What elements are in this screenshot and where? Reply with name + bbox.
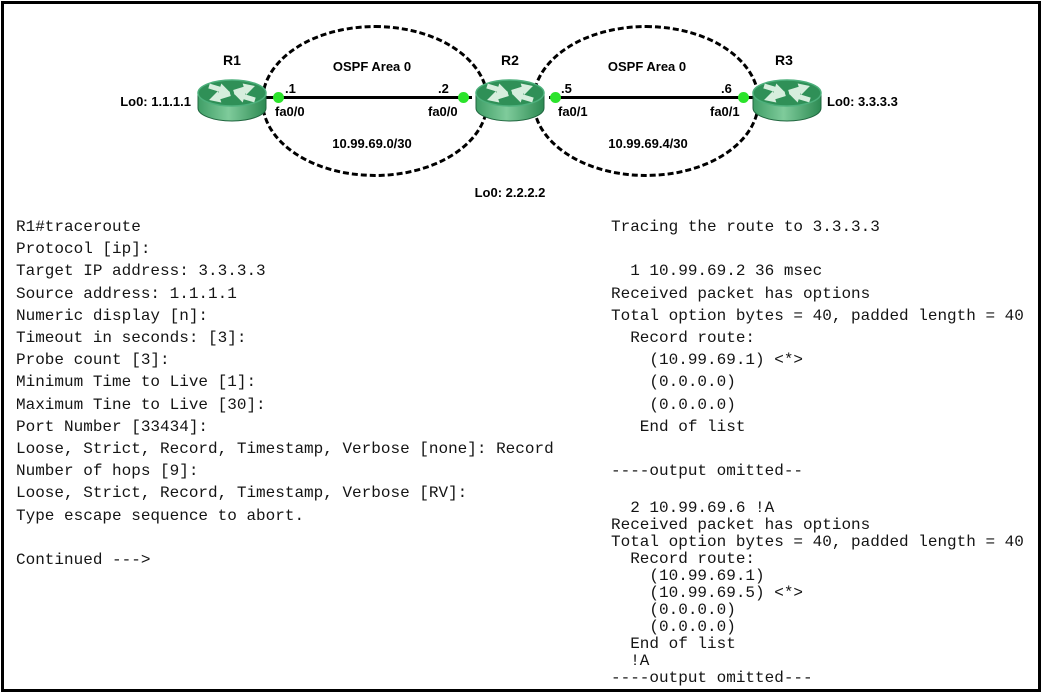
link-endpoint-dot-r3-fa01	[738, 92, 749, 103]
loopback-label-r2: Lo0: 2.2.2.2	[474, 185, 546, 200]
router-name-r3: R3	[775, 52, 793, 68]
link-endpoint-dot-r2-fa00	[458, 92, 469, 103]
router-name-r1: R1	[223, 52, 241, 68]
iface-r2-fa01: fa0/1	[558, 104, 588, 119]
link-endpoint-dot-r2-fa01	[550, 92, 561, 103]
iface-r1-fa00: fa0/0	[275, 104, 305, 119]
console-output-left: R1#traceroute Protocol [ip]: Target IP a…	[16, 218, 554, 570]
addr-r2-fa00: .2	[438, 81, 449, 96]
link-r1-r2	[266, 96, 472, 99]
console-output-right-bottom: 2 10.99.69.6 !A Received packet has opti…	[611, 499, 1024, 687]
router-name-r2: R2	[501, 52, 519, 68]
iface-r3-fa01: fa0/1	[710, 104, 740, 119]
loopback-label-r3: Lo0: 3.3.3.3	[827, 94, 898, 109]
link-endpoint-dot-r1-fa00	[273, 92, 284, 103]
subnet-label-2: 10.99.69.4/30	[608, 136, 688, 151]
router-icon	[475, 79, 545, 122]
ospf-area-label-1: OSPF Area 0	[332, 59, 412, 74]
link-r2-r3	[549, 96, 756, 99]
ospf-area-ellipse-2	[532, 25, 760, 177]
subnet-label-1: 10.99.69.0/30	[332, 136, 412, 151]
iface-r2-fa00: fa0/0	[428, 104, 458, 119]
ospf-area-label-2: OSPF Area 0	[607, 59, 687, 74]
addr-r1-fa00: .1	[285, 81, 296, 96]
router-icon	[197, 79, 267, 122]
addr-r2-fa01: .5	[561, 81, 572, 96]
console-output-right-top: Tracing the route to 3.3.3.3 1 10.99.69.…	[611, 218, 1024, 481]
ospf-area-ellipse-1	[261, 25, 489, 177]
router-icon	[752, 79, 822, 122]
loopback-label-r1: Lo0: 1.1.1.1	[120, 94, 191, 109]
addr-r3-fa01: .6	[721, 81, 732, 96]
